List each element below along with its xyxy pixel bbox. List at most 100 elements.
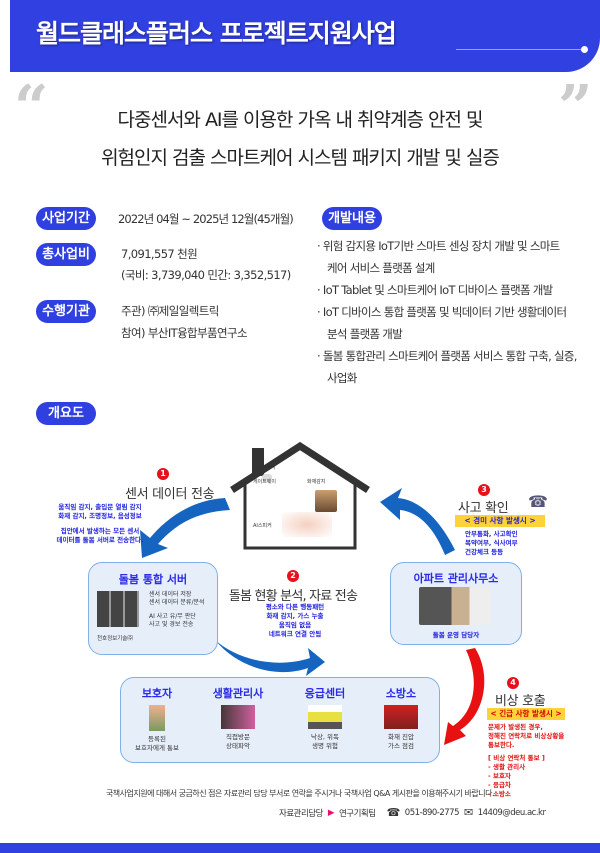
contact-item: - 응급차 bbox=[488, 781, 511, 789]
budget-label: 총사업비 bbox=[36, 243, 96, 266]
overview-label: 개요도 bbox=[36, 402, 96, 425]
step3-desc: 안부통화, 사고확인 복약여부, 식사여부 건강체크 등등 bbox=[465, 530, 518, 557]
server-rack-icon bbox=[97, 591, 139, 627]
desc-line: 평소와 다른 행동패턴 bbox=[265, 603, 325, 611]
development-label: 개발내용 bbox=[322, 207, 382, 230]
server-line: 센서 데이터 분류/분석 bbox=[149, 599, 205, 606]
org-participant: 참여) 부산IT융합부품연구소 bbox=[121, 326, 248, 340]
contact-list-title: [ 비상 연락처 통보 ] bbox=[488, 754, 545, 762]
phone-number[interactable]: 051-890-2775 bbox=[404, 807, 460, 818]
responder-line: 가스 점검 bbox=[388, 742, 414, 750]
contact-item: - 소방소 bbox=[488, 790, 511, 798]
desc-line: 통보한다. bbox=[488, 741, 515, 749]
responder-care-manager: 생활관리사 직접방문 상태파악 bbox=[207, 685, 269, 751]
server-line: AI 사고 유/무 판단 bbox=[149, 613, 196, 620]
step3-title: 사고 확인 bbox=[458, 501, 509, 516]
header-banner bbox=[10, 0, 600, 72]
resident-photo bbox=[315, 490, 337, 512]
email-link[interactable]: 14409@deu.ac.kr bbox=[477, 807, 546, 818]
server-box: 돌봄 통합 서버 천호정보기술㈜ 센서 데이터 저장 센서 데이터 분류/분석 … bbox=[88, 562, 218, 655]
step2-badge: 2 bbox=[287, 570, 299, 582]
budget-detail: (국비: 3,739,040 민간: 3,352,517) bbox=[121, 268, 291, 282]
org-label: 수행기관 bbox=[36, 300, 96, 323]
sensor-motion: 동작감지 bbox=[257, 465, 276, 471]
responder-line: 낙상, 위독 bbox=[310, 733, 340, 741]
team-name: 연구기획팀 bbox=[338, 808, 376, 819]
care-manager-photo bbox=[221, 705, 255, 729]
arrow-step1 bbox=[140, 498, 230, 558]
item-line: 케어 서비스 플랫폼 설계 bbox=[327, 261, 435, 275]
step4-desc: 문제가 발생된 경우, 정해진 연락처로 비상상황을 통보한다. [ 비상 연락… bbox=[488, 723, 564, 799]
step1-badge: 1 bbox=[157, 468, 169, 480]
sensor-gateway: 게이트웨이 bbox=[253, 479, 277, 485]
sensor-fire: 화재감지 bbox=[307, 479, 326, 485]
operator-photo bbox=[419, 587, 491, 625]
responder-line: 보호자에게 통보 bbox=[135, 744, 179, 752]
contact-item: - 보호자 bbox=[488, 772, 511, 780]
fall-illustration bbox=[282, 512, 332, 537]
step4-title: 비상 호출 bbox=[495, 694, 546, 709]
org-lead: 주관) ㈜제일일렉트릭 bbox=[121, 304, 219, 318]
responder-line: 화재 진압 bbox=[388, 733, 414, 741]
step4-badge-label: < 긴급 사항 발생시 > bbox=[487, 708, 565, 720]
desc-line: 문제가 발생된 경우, bbox=[488, 723, 543, 731]
desc-line: 화재 감지, 조명정보, 음성정보 bbox=[58, 512, 142, 520]
desc-line: 정해진 연락처로 비상상황을 bbox=[488, 732, 565, 740]
item-line: 분석 플랫폼 개발 bbox=[327, 327, 403, 341]
step3-badge: 3 bbox=[478, 484, 490, 496]
desc-line: 화재 감지, 가스 누출 bbox=[266, 612, 324, 620]
responder-line: 등록된 bbox=[148, 735, 166, 743]
motion-sensor-icon bbox=[262, 474, 272, 481]
server-line: 센서 데이터 저장 bbox=[149, 591, 192, 598]
project-title-line1: 다중센서와 AI를 이용한 가옥 내 취약계층 안전 및 bbox=[117, 109, 484, 131]
step2-title: 돌봄 현황 분석, 자료 전송 bbox=[228, 589, 358, 604]
phone-icon: ☎ bbox=[386, 806, 401, 819]
project-title-line2: 위험인지 검출 스마트케어 시스템 패키지 개발 및 실증 bbox=[101, 147, 500, 169]
step1-title: 센서 데이터 전송 bbox=[125, 487, 215, 502]
responder-line: 직접방문 bbox=[226, 733, 250, 741]
house-icon bbox=[230, 441, 370, 550]
office-title: 아파트 관리사무소 bbox=[413, 572, 499, 585]
step1-desc: 움직임 감지, 출입문 열림 감지 화재 감지, 조명정보, 음성정보 집안에서… bbox=[45, 503, 155, 545]
responder-line: 상태파악 bbox=[226, 742, 250, 750]
mail-icon: ✉ bbox=[464, 806, 473, 819]
item-line: · 돌봄 통합관리 스마트케어 플랫폼 서비스 통합 구축, 실증, bbox=[317, 349, 577, 363]
budget-value: 7,091,557 천원 bbox=[121, 247, 198, 261]
period-label: 사업기간 bbox=[36, 207, 96, 230]
server-title: 돌봄 통합 서버 bbox=[118, 573, 188, 586]
development-item: · IoT Tablet 및 스마트케어 IoT 디바이스 플랫폼 개발 bbox=[317, 279, 582, 301]
fire-truck-photo bbox=[384, 705, 418, 729]
step3-badge-label: < 경미 사항 발생시 > bbox=[455, 515, 545, 527]
office-box: 아파트 관리사무소 돌봄 운영 담당자 bbox=[390, 562, 522, 645]
responder-title: 보호자 bbox=[141, 687, 173, 700]
header-dot bbox=[581, 46, 588, 53]
arrow-step2 bbox=[215, 640, 325, 676]
responder-title: 소방소 bbox=[385, 687, 417, 700]
desc-line: 움직임 감지, 출입문 열림 감지 bbox=[58, 503, 142, 511]
period-value: 2022년 04월 ~ 2025년 12월(45개월) bbox=[118, 212, 294, 226]
desc-line: 복약여부, 식사여부 bbox=[465, 539, 518, 547]
server-caption: 천호정보기술㈜ bbox=[97, 636, 133, 642]
header-divider bbox=[456, 49, 584, 50]
desc-line: 움직임 없음 bbox=[278, 621, 312, 629]
item-line: 사업화 bbox=[327, 371, 357, 385]
telephone-icon: ☎ bbox=[528, 492, 548, 511]
desc-line: 네트워크 연결 안됨 bbox=[268, 630, 322, 638]
footer-notice: 국책사업지원에 대해서 궁금하신 점은 자료관리 담당 부서로 연락을 주시거나… bbox=[105, 789, 495, 798]
arrow-step4 bbox=[444, 648, 485, 745]
responders-box: 보호자 등록된 보호자에게 통보 생활관리사 직접방문 상태파악 응급센터 낙상… bbox=[120, 677, 440, 763]
desc-line: 데이터를 돌봄 서버로 전송한다. bbox=[56, 536, 144, 544]
footer-contact: 자료관리담당 ▶ 연구기획팀 ☎ 051-890-2775 ✉ 14409@de… bbox=[279, 806, 546, 819]
desc-line: 건강체크 등등 bbox=[465, 548, 504, 556]
guardian-illustration bbox=[149, 705, 165, 731]
dept-label: 자료관리담당 bbox=[279, 808, 323, 819]
office-caption: 돌봄 운영 담당자 bbox=[432, 631, 480, 639]
responder-fire-station: 소방소 화재 진압 가스 점검 bbox=[371, 685, 431, 751]
arrow-step3 bbox=[380, 488, 455, 555]
contact-item: - 생활 관리사 bbox=[488, 763, 526, 771]
item-line: · 위험 감지용 IoT기반 스마트 센싱 장치 개발 및 스마트 bbox=[317, 239, 560, 253]
diagram-graphics bbox=[140, 441, 485, 745]
